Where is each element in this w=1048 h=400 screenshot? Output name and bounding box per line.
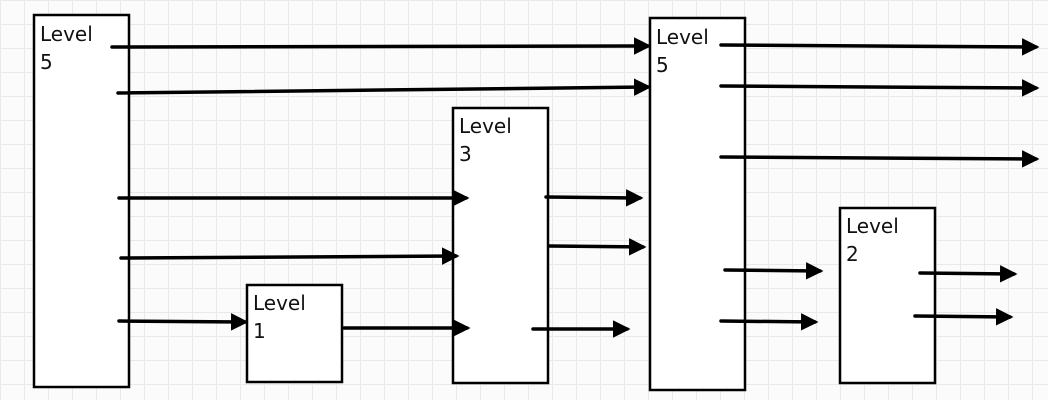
box-level5-left: Level 5 [32,13,131,389]
arrow [547,238,647,256]
arrow [110,37,652,55]
arrow [719,79,1040,97]
box-label-line1: Level [253,291,306,315]
box-level3: Level 3 [451,106,550,385]
box-label-line2: 3 [459,142,472,166]
box-label-line2: 5 [40,50,53,74]
arrow [719,150,1040,168]
box-level2: Level 2 [838,206,937,385]
arrow [119,247,460,265]
box-level1: Level 1 [245,283,344,384]
arrow [913,308,1014,326]
box-level5-right: Level 5 [648,16,747,392]
box-label-line2: 5 [656,53,669,77]
box-label-line1: Level [656,25,709,49]
arrow [116,78,652,96]
arrow [719,38,1040,56]
arrow [544,189,644,207]
arrow [117,313,249,331]
arrow [719,313,819,331]
arrow [918,265,1018,283]
box-label-line1: Level [40,22,93,46]
arrow [723,262,824,280]
box-label-line1: Level [459,114,512,138]
box-label-line2: 2 [846,242,859,266]
box-label-line2: 1 [253,319,266,343]
box-label-line1: Level [846,214,899,238]
